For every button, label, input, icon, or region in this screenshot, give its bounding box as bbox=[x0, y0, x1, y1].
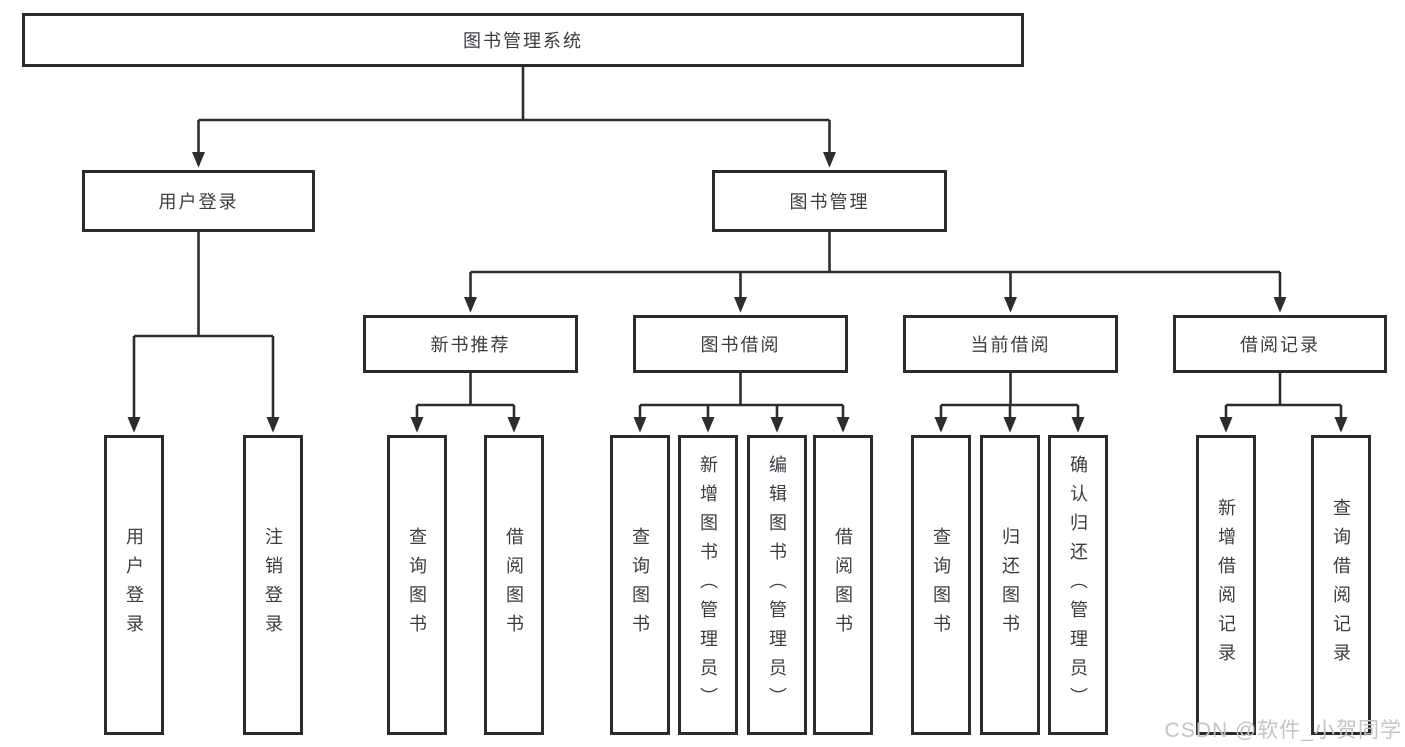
leaf-return-books: 归还图书 bbox=[980, 435, 1040, 735]
leaf-add-borrow-record-label: 新增借阅记录 bbox=[1216, 498, 1236, 672]
csdn-watermark: CSDN @软件_小贺同学 bbox=[1164, 719, 1402, 742]
leaf-borrow-books-2-label: 借阅图书 bbox=[833, 527, 853, 643]
node-user-login-label: 用户登录 bbox=[158, 192, 239, 212]
leaf-query-books-3: 查询图书 bbox=[911, 435, 971, 735]
leaf-borrow-books-1: 借阅图书 bbox=[484, 435, 544, 735]
node-new-book-rec-label: 新书推荐 bbox=[430, 335, 511, 355]
connector-book-borrow-children bbox=[633, 373, 850, 433]
node-borrow-records-label: 借阅记录 bbox=[1240, 335, 1320, 355]
leaf-user-login: 用户登录 bbox=[104, 435, 164, 735]
leaf-logout: 注销登录 bbox=[243, 435, 303, 735]
leaf-add-books-admin-label: 新增图书（管理员） bbox=[698, 454, 718, 716]
leaf-borrow-books-2: 借阅图书 bbox=[813, 435, 873, 735]
node-book-borrow: 图书借阅 bbox=[633, 315, 848, 373]
node-root-label: 图书管理系统 bbox=[463, 31, 583, 51]
node-book-borrow-label: 图书借阅 bbox=[700, 335, 781, 355]
connector-user-login-children bbox=[127, 232, 280, 433]
leaf-add-books-admin: 新增图书（管理员） bbox=[678, 435, 738, 735]
node-new-book-rec: 新书推荐 bbox=[363, 315, 578, 373]
leaf-query-borrow-record: 查询借阅记录 bbox=[1311, 435, 1371, 735]
connector-current-borrow-children bbox=[934, 373, 1085, 433]
connector-book-mgmt-children bbox=[464, 232, 1287, 313]
node-book-mgmt: 图书管理 bbox=[712, 170, 947, 232]
leaf-confirm-return-admin: 确认归还（管理员） bbox=[1048, 435, 1108, 735]
leaf-add-borrow-record: 新增借阅记录 bbox=[1196, 435, 1256, 735]
connector-new-book-rec-children bbox=[410, 373, 521, 433]
leaf-query-books-3-label: 查询图书 bbox=[931, 527, 951, 643]
leaf-query-books-2-label: 查询图书 bbox=[630, 527, 650, 643]
leaf-query-books-1-label: 查询图书 bbox=[407, 527, 427, 643]
leaf-confirm-return-admin-label: 确认归还（管理员） bbox=[1068, 454, 1088, 716]
node-root: 图书管理系统 bbox=[22, 13, 1024, 67]
leaf-return-books-label: 归还图书 bbox=[1000, 527, 1020, 643]
connector-borrow-records-children bbox=[1219, 373, 1348, 433]
node-current-borrow-label: 当前借阅 bbox=[970, 335, 1051, 355]
connector-root-to-level2 bbox=[192, 67, 836, 168]
leaf-logout-label: 注销登录 bbox=[263, 527, 283, 643]
leaf-query-books-1: 查询图书 bbox=[387, 435, 447, 735]
leaf-query-books-2: 查询图书 bbox=[610, 435, 670, 735]
node-borrow-records: 借阅记录 bbox=[1173, 315, 1387, 373]
leaf-edit-books-admin: 编辑图书（管理员） bbox=[747, 435, 807, 735]
leaf-query-borrow-record-label: 查询借阅记录 bbox=[1331, 498, 1351, 672]
leaf-user-login-label: 用户登录 bbox=[124, 527, 144, 643]
leaf-edit-books-admin-label: 编辑图书（管理员） bbox=[767, 454, 787, 716]
leaf-borrow-books-1-label: 借阅图书 bbox=[504, 527, 524, 643]
node-user-login: 用户登录 bbox=[82, 170, 315, 232]
node-book-mgmt-label: 图书管理 bbox=[789, 192, 870, 212]
node-current-borrow: 当前借阅 bbox=[903, 315, 1118, 373]
